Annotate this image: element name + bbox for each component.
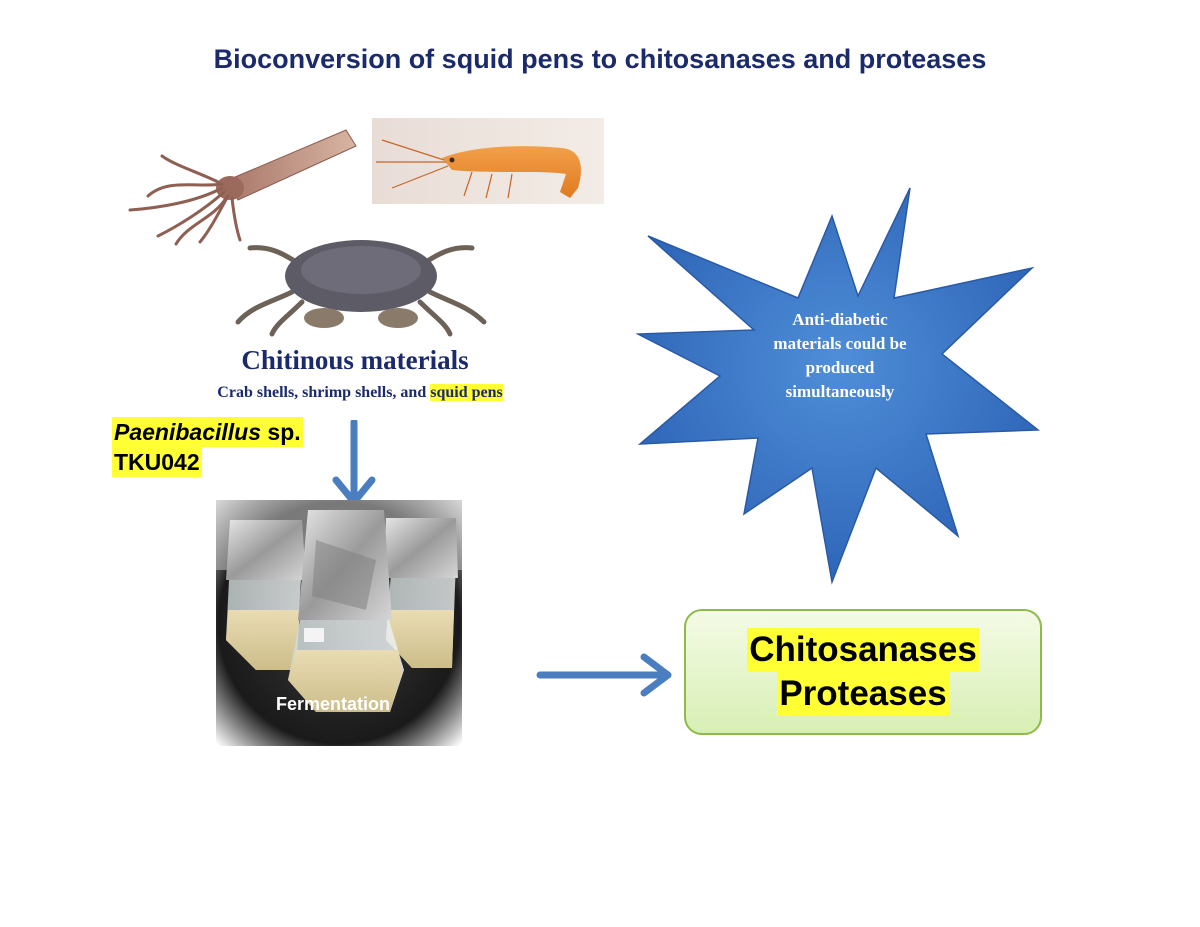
star-text-line-2: materials could be — [773, 334, 907, 353]
subheading-text: Crab shells, shrimp shells, and — [217, 384, 431, 401]
star-text-line-1: Anti-diabetic — [792, 310, 888, 329]
squid-pens-highlight: squid pens — [430, 384, 503, 401]
starburst-shape — [636, 187, 1041, 585]
page-title: Bioconversion of squid pens to chitosana… — [213, 44, 987, 74]
shrimp-photo — [372, 118, 604, 204]
squid-photo — [118, 118, 368, 248]
products-box: Chitosanases Proteases — [684, 609, 1042, 735]
arrow-right-icon — [536, 653, 672, 697]
product-chitosanases: Chitosanases — [747, 628, 979, 672]
crab-photo — [232, 212, 490, 338]
star-text: Anti-diabetic materials could be produce… — [740, 308, 940, 404]
organism-label: Paenibacillus sp. TKU042 — [112, 417, 303, 477]
organism-strain: TKU042 — [112, 447, 202, 477]
organism-genus: Paenibacillus — [114, 419, 262, 445]
star-text-line-4: simultaneously — [785, 382, 895, 401]
organism-name: Paenibacillus sp. — [112, 417, 303, 447]
fermentation-label: Fermentation — [275, 694, 390, 714]
star-text-line-3: produced — [805, 358, 875, 377]
flask-photo — [216, 500, 462, 746]
chitinous-materials-heading: Chitinous materials — [241, 345, 469, 375]
product-proteases: Proteases — [777, 672, 949, 716]
chitinous-materials-subheading: Crab shells, shrimp shells, and squid pe… — [120, 384, 600, 402]
organism-species: sp. — [261, 419, 301, 445]
arrow-down-icon — [332, 420, 376, 506]
